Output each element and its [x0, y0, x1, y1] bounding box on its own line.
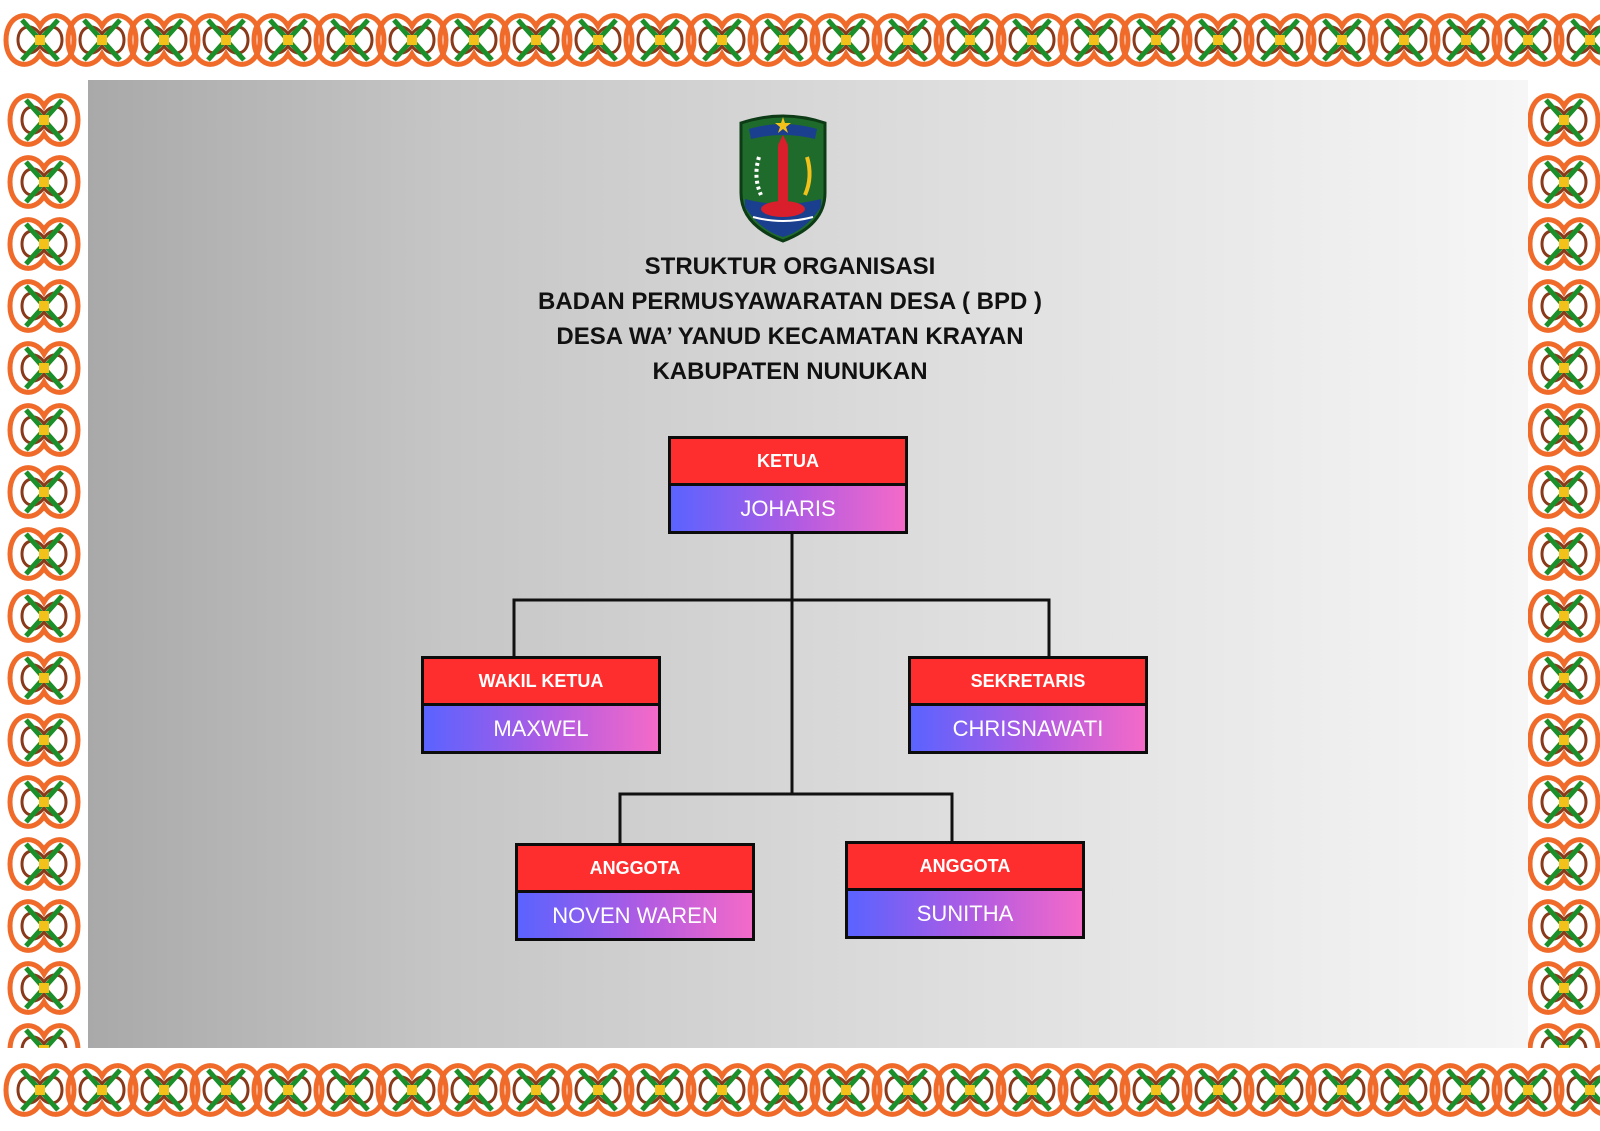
node-wakil-ketua: WAKIL KETUA MAXWEL — [421, 656, 661, 754]
node-name: NOVEN WAREN — [518, 893, 752, 938]
decorative-border-bottom — [0, 1048, 1600, 1131]
node-sekretaris: SEKRETARIS CHRISNAWATI — [908, 656, 1148, 754]
title-line-3: DESA WA’ YANUD KECAMATAN KRAYAN — [556, 323, 1024, 350]
node-ketua: KETUA JOHARIS — [668, 436, 908, 534]
decorative-border-top — [0, 0, 1600, 80]
node-name: MAXWEL — [424, 706, 658, 751]
node-role: SEKRETARIS — [911, 659, 1145, 706]
node-name: JOHARIS — [671, 486, 905, 531]
decorative-border-right — [1528, 80, 1600, 1048]
title-line-1: STRUKTUR ORGANISASI — [644, 253, 936, 280]
decorative-border-left — [0, 80, 88, 1048]
title-line-4: KABUPATEN NUNUKAN — [652, 358, 928, 385]
chart-background — [88, 80, 1528, 1048]
node-role: ANGGOTA — [518, 846, 752, 893]
node-name: SUNITHA — [848, 891, 1082, 936]
node-anggota-2: ANGGOTA SUNITHA — [845, 841, 1085, 939]
node-role: WAKIL KETUA — [424, 659, 658, 706]
node-role: KETUA — [671, 439, 905, 486]
node-role: ANGGOTA — [848, 844, 1082, 891]
title-line-2: BADAN PERMUSYAWARATAN DESA ( BPD ) — [537, 288, 1043, 315]
node-anggota-1: ANGGOTA NOVEN WAREN — [515, 843, 755, 941]
node-name: CHRISNAWATI — [911, 706, 1145, 751]
chart-title: STRUKTUR ORGANISASI BADAN PERMUSYAWARATA… — [390, 249, 1190, 389]
regency-coat-of-arms-icon — [735, 113, 831, 243]
